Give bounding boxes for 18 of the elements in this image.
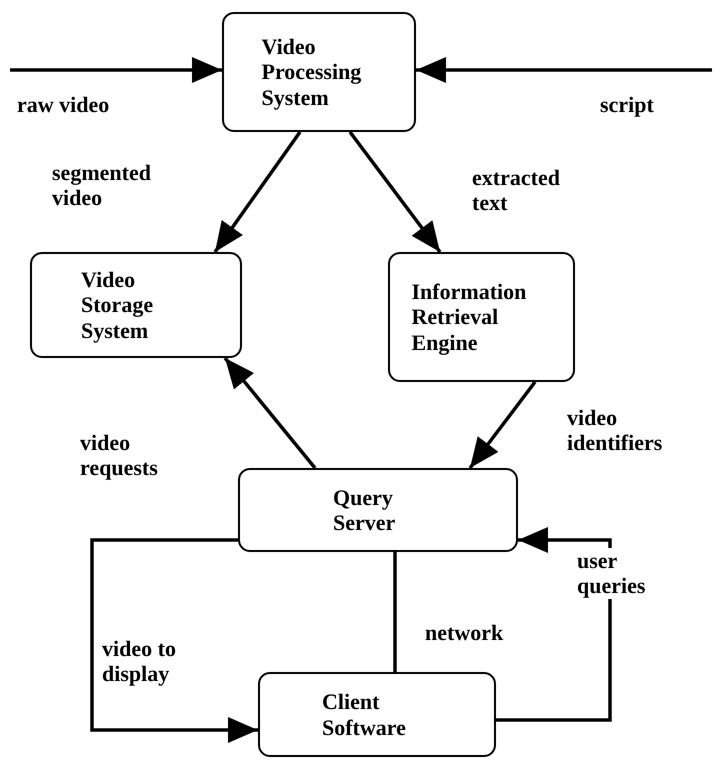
- box-label: Information Retrieval Engine: [412, 279, 528, 355]
- arrow: [468, 380, 536, 470]
- box-label: Video Processing System: [262, 34, 362, 110]
- process-box: [30, 252, 242, 358]
- arrow: [224, 356, 316, 470]
- connector-line: [393, 552, 397, 672]
- box-label: Client Software: [322, 689, 407, 740]
- arrow: [348, 130, 442, 254]
- process-box: [258, 672, 496, 757]
- process-box: [238, 468, 518, 552]
- process-box: [222, 12, 416, 132]
- box-label: Query Server: [333, 484, 396, 536]
- process-box: [388, 252, 575, 382]
- arrow: [90, 538, 258, 743]
- arrow: [10, 57, 222, 83]
- box-label: Video Storage System: [81, 267, 154, 343]
- arrow: [214, 130, 302, 254]
- arrow: [416, 57, 712, 83]
